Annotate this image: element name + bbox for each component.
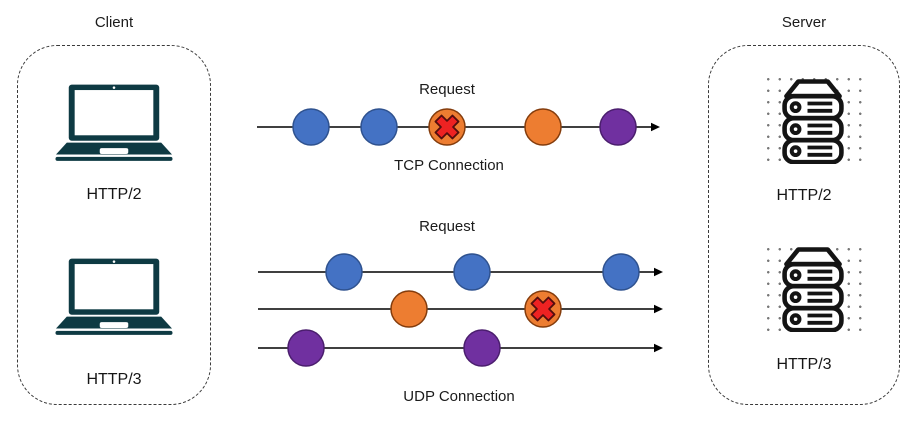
arrowhead-icon (654, 267, 663, 277)
packet-circle (453, 253, 491, 291)
arrowhead-icon (654, 304, 663, 314)
tcp-connection-label: TCP Connection (394, 157, 504, 174)
client-http2-label: HTTP/2 (86, 186, 142, 203)
tcp-request-label: Request (419, 81, 475, 98)
udp-stream-2-line (258, 290, 663, 328)
packet-circle (463, 329, 501, 367)
client-box (17, 45, 211, 405)
server-http2-label: HTTP/2 (776, 187, 832, 204)
tcp-connection-line (257, 108, 660, 146)
server-panel-title: Server (781, 14, 827, 31)
server-box (708, 45, 900, 405)
lost-packet-x-icon (530, 296, 556, 322)
packet-circle (602, 253, 640, 291)
client-panel-title: Client (94, 14, 134, 31)
laptop-icon (55, 84, 173, 162)
arrowhead-icon (654, 343, 663, 353)
packet-circle (390, 290, 428, 328)
laptop-icon (55, 258, 173, 336)
udp-stream-3-line (258, 329, 663, 367)
packet-circle (325, 253, 363, 291)
udp-stream-1-line (258, 253, 663, 291)
server-icon (761, 72, 865, 167)
udp-connection-label: UDP Connection (403, 388, 515, 405)
packet-circle (292, 108, 330, 146)
lost-packet-x-icon (434, 114, 460, 140)
server-icon (761, 242, 865, 334)
udp-request-label: Request (419, 218, 475, 235)
arrowhead-icon (651, 122, 660, 132)
client-http3-label: HTTP/3 (86, 371, 142, 388)
packet-circle (360, 108, 398, 146)
packet-circle (287, 329, 325, 367)
packet-circle (524, 108, 562, 146)
server-http3-label: HTTP/3 (776, 356, 832, 373)
packet-circle (599, 108, 637, 146)
